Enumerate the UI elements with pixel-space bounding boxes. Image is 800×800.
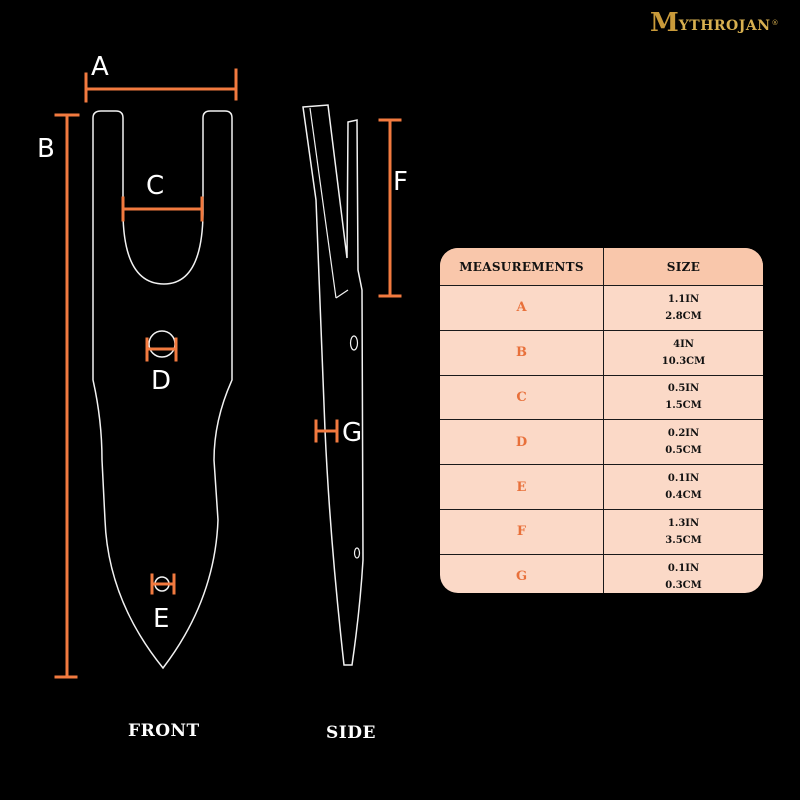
dimension-b: [54, 113, 80, 679]
label-c: C: [146, 171, 164, 201]
table-row: B 4IN 10.3CM: [440, 330, 763, 376]
row-size: 0.1IN 0.4CM: [604, 465, 763, 509]
row-label: G: [440, 554, 604, 593]
label-b: B: [37, 134, 55, 164]
hole-d: [148, 330, 176, 358]
label-e: E: [153, 604, 169, 634]
row-size: 0.5IN 1.5CM: [604, 376, 763, 420]
label-f: F: [393, 167, 408, 197]
size-inch: 0.5IN: [667, 383, 700, 395]
side-hole-upper: [349, 335, 359, 351]
size-inch: 0.1IN: [667, 473, 700, 485]
size-cm: 0.3CM: [665, 579, 702, 591]
size-inch: 1.1IN: [667, 293, 700, 305]
side-hole-lower: [353, 547, 361, 559]
measurements-table: MEASUREMENTS SIZE A 1.1IN 2.8CM B 4IN 10…: [440, 248, 763, 593]
size-cm: 0.4CM: [665, 490, 702, 502]
row-label: F: [440, 509, 604, 554]
dimension-f: [378, 118, 402, 298]
row-size: 0.1IN 0.3CM: [604, 555, 763, 593]
row-label: E: [440, 465, 604, 509]
side-view-shape: [302, 104, 364, 666]
dimension-a: [84, 68, 238, 103]
front-view-shape: [92, 110, 233, 670]
label-g: G: [342, 418, 362, 448]
brand-logo: M YTHROJAN ®: [650, 6, 792, 40]
label-d: D: [151, 366, 171, 396]
header-measurements: MEASUREMENTS: [440, 248, 604, 285]
size-cm: 1.5CM: [665, 400, 702, 412]
brand-name: YTHROJAN: [678, 18, 771, 34]
view-label-front: FRONT: [128, 721, 200, 741]
header-size: SIZE: [666, 259, 701, 274]
size-inch: 0.2IN: [667, 428, 700, 440]
label-a: A: [91, 52, 109, 82]
table-header: MEASUREMENTS SIZE: [440, 248, 763, 286]
size-cm: 10.3CM: [661, 355, 706, 367]
dimension-e: [150, 573, 176, 595]
side-view-inner-edge: [335, 289, 349, 299]
size-inch: 4IN: [673, 338, 694, 350]
table-row: C 0.5IN 1.5CM: [440, 375, 763, 421]
row-label: D: [440, 420, 604, 465]
row-label: B: [440, 330, 604, 375]
dimension-g: [314, 419, 339, 443]
view-label-side: SIDE: [326, 723, 376, 743]
table-row: D 0.2IN 0.5CM: [440, 420, 763, 466]
dimension-d: [145, 337, 178, 362]
row-size: 1.3IN 3.5CM: [604, 510, 763, 554]
table-row: A 1.1IN 2.8CM: [440, 286, 763, 331]
side-view-edge: [309, 107, 337, 299]
table-row: G 0.1IN 0.3CM: [440, 554, 763, 593]
row-size: 1.1IN 2.8CM: [604, 286, 763, 330]
row-label: C: [440, 375, 604, 420]
row-size: 0.2IN 0.5CM: [604, 420, 763, 464]
size-cm: 2.8CM: [665, 310, 702, 322]
row-label: A: [440, 286, 604, 330]
dimension-c: [121, 196, 204, 222]
brand-initial: M: [650, 8, 679, 38]
table-row: F 1.3IN 3.5CM: [440, 509, 763, 555]
size-cm: 3.5CM: [665, 534, 702, 546]
row-size: 4IN 10.3CM: [604, 331, 763, 375]
brand-registered: ®: [771, 19, 779, 27]
size-inch: 0.1IN: [667, 562, 700, 574]
size-cm: 0.5CM: [665, 445, 702, 457]
size-inch: 1.3IN: [667, 517, 700, 529]
table-row: E 0.1IN 0.4CM: [440, 465, 763, 510]
